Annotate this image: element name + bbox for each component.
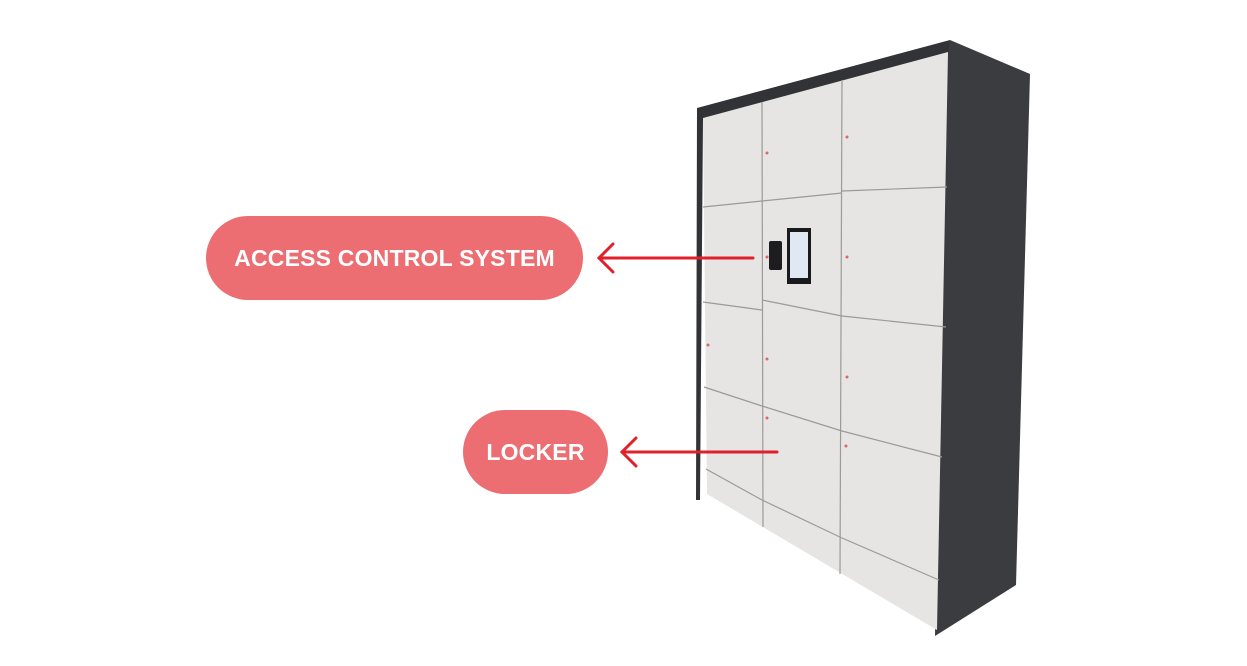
cabinet — [696, 40, 1030, 636]
card-reader-icon — [769, 241, 782, 270]
access-control-arrow — [596, 242, 755, 274]
locker-arrow — [619, 436, 779, 468]
locker-label: LOCKER — [463, 410, 608, 494]
touchscreen-display — [790, 232, 808, 278]
door-locks — [706, 135, 849, 448]
arrows — [596, 242, 779, 468]
cabinet-side-panel — [935, 40, 1030, 636]
cabinet-front — [703, 52, 948, 630]
door-dividers — [702, 79, 948, 581]
access-control-system-label: ACCESS CONTROL SYSTEM — [206, 216, 583, 300]
